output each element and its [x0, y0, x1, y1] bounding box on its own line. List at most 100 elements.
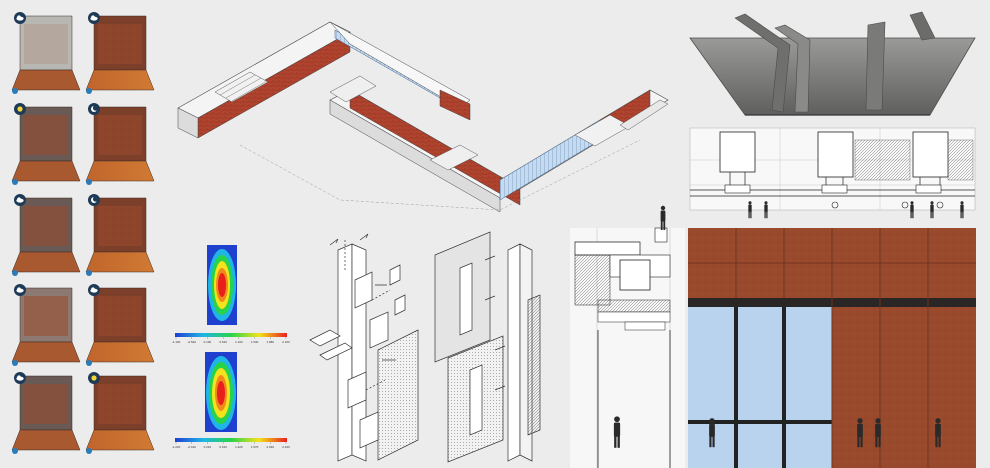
insulation-band-2 — [947, 139, 974, 181]
profile-box-right — [912, 131, 949, 178]
fea-tick-label: 0.610 — [219, 445, 227, 449]
steel-beam-box — [619, 259, 651, 291]
fea-colorbar-bottom — [175, 438, 287, 442]
sample-marker — [86, 88, 92, 94]
person-silhouette-icon — [764, 201, 768, 219]
person-silhouette-icon — [857, 418, 863, 448]
sample-photo-r4-c2 — [85, 287, 155, 363]
fea-tick-label: -1.100 — [172, 340, 181, 344]
fea-tick-label: 2.030 — [267, 445, 275, 449]
cloud-icon — [14, 194, 26, 206]
sample-marker — [12, 179, 18, 185]
sample-marker — [86, 448, 92, 454]
angle-clip-1 — [309, 329, 341, 347]
small-clip-2 — [394, 294, 406, 316]
fea-tick-label: -1.220 — [172, 445, 181, 449]
roof-edge-box — [654, 227, 668, 243]
sample-marker — [86, 270, 92, 276]
isometric-building-axonometric — [177, 21, 669, 213]
exploded-bracket-assembly — [309, 233, 419, 462]
fea-plot-bottom — [205, 352, 237, 432]
person-silhouette-icon — [875, 418, 881, 448]
fea-tick-label: 2.160 — [282, 340, 290, 344]
fea-tick-label: 1.220 — [235, 445, 243, 449]
stair-treads — [219, 74, 268, 102]
steel-sheet-face — [689, 37, 976, 116]
person-silhouette-icon — [935, 418, 941, 448]
perforated-strip — [527, 294, 541, 436]
glazed-curtain-wall — [688, 307, 832, 468]
insulation-band-1 — [854, 139, 911, 181]
fea-tick-label: 0.540 — [219, 340, 227, 344]
facade-plan-section-detail — [689, 127, 976, 211]
person-silhouette-icon — [910, 201, 914, 219]
sample-photo-r3-c1 — [11, 197, 81, 273]
parapet-insulation — [574, 254, 611, 306]
fea-tick-label: 1.570 — [251, 445, 259, 449]
fea-tick-label: 1.100 — [235, 340, 243, 344]
sample-photo-r5-c1 — [11, 375, 81, 451]
anchor-block-2 — [821, 184, 848, 194]
panel-rear-rail-2 — [469, 364, 483, 436]
mesh-panel-left — [377, 329, 419, 461]
left-wing-base — [177, 107, 199, 139]
sample-photo-r2-c2 — [85, 106, 155, 182]
steel-profile-photo — [689, 11, 976, 116]
vertical-post-right — [507, 243, 521, 462]
weathering-samples-grid — [11, 12, 155, 454]
person-silhouette-icon — [709, 418, 715, 448]
steel-rib-right — [865, 21, 886, 111]
ground-outline-dashed — [239, 139, 641, 211]
panel-rear-rail-1 — [459, 262, 473, 336]
sample-photo-r5-c2 — [85, 375, 155, 451]
panel-arrows — [484, 255, 506, 391]
moon-icon — [88, 194, 100, 206]
sample-photo-r3-c2 — [85, 197, 155, 273]
fea-tick-label: -0.610 — [187, 445, 196, 449]
middle-wing-brick-wall — [349, 89, 521, 206]
person-silhouette-icon — [930, 201, 934, 219]
sample-photo-r1-c2 — [85, 15, 155, 91]
bolt-1 — [831, 201, 839, 209]
assembly-dashed-lines — [344, 240, 391, 391]
fea-colorbar-top — [175, 333, 287, 337]
left-wing-end-brick — [439, 89, 471, 121]
steel-rib-left — [734, 13, 791, 113]
anchor-block-1 — [724, 184, 751, 194]
facade-elevation — [688, 228, 976, 468]
sun-icon — [14, 103, 26, 115]
fea-tick-label: 1.530 — [251, 340, 259, 344]
sample-photo-r1-c1 — [11, 15, 81, 91]
profile-box-left — [719, 131, 756, 173]
left-wing-roof — [177, 21, 351, 119]
sample-marker — [12, 448, 18, 454]
person-silhouette-icon — [748, 201, 752, 219]
sample-marker — [12, 360, 18, 366]
steel-rib-center — [774, 24, 811, 113]
sample-photo-r2-c1 — [11, 106, 81, 182]
window-head — [597, 311, 671, 323]
cloud-icon — [14, 284, 26, 296]
stair-block — [214, 71, 269, 103]
glazing-line — [597, 330, 671, 468]
person-silhouette-icon — [960, 201, 964, 219]
sample-marker — [86, 360, 92, 366]
sample-marker — [12, 88, 18, 94]
fea-tick-label: 1.980 — [267, 340, 275, 344]
fea-plot-top — [207, 245, 237, 325]
cladding-panel-views — [434, 231, 541, 463]
cloud-icon — [14, 372, 26, 384]
moon-icon — [88, 103, 100, 115]
cloud-icon — [88, 12, 100, 24]
cloud-icon — [88, 284, 100, 296]
bolt-2 — [901, 201, 909, 209]
corten-cladding-right — [832, 307, 976, 468]
small-clip-1 — [389, 264, 401, 286]
bracket-plate-3 — [347, 371, 367, 409]
person-silhouette-icon — [613, 416, 621, 448]
sample-photo-r4-c1 — [11, 287, 81, 363]
